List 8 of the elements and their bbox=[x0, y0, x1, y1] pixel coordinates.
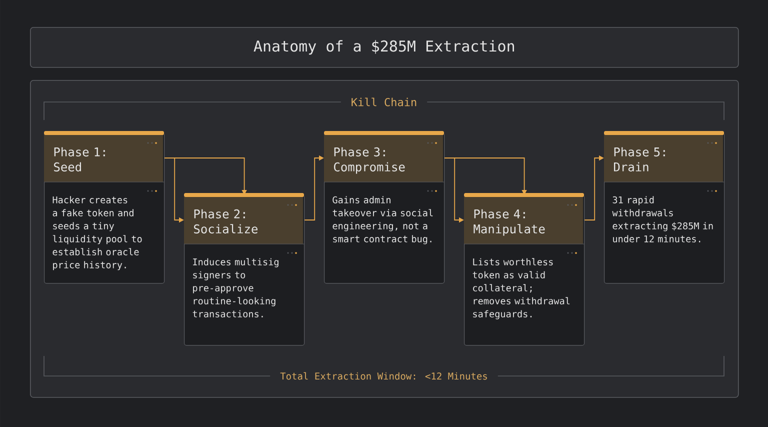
phase-card: Phase 3: Compromise Gains admin takeover via social engineering, not a smart contract bug. bbox=[324, 131, 445, 284]
phase-card: Phase 1: Seed Hacker creates a fake token and seeds a tiny liquidity pool to establish oracle price history. bbox=[44, 131, 165, 284]
title-box: Anatomy of a $285M Extraction bbox=[30, 27, 739, 68]
phase-card: Phase 5: Drain 31 rapid withdrawals extracting $285M in under 12 minutes. bbox=[604, 131, 725, 284]
section-heading: Kill Chain bbox=[340, 94, 428, 110]
footer-note: Total Extraction Window: <12 Minutes bbox=[270, 368, 498, 384]
phase-card: Phase 2: Socialize Induces multisig signers to pre-approve routine-looking transactions. bbox=[184, 193, 305, 346]
phase-card: Phase 4: Manipulate Lists worthless token as valid collateral; removes withdrawal safeguards. bbox=[464, 193, 585, 346]
